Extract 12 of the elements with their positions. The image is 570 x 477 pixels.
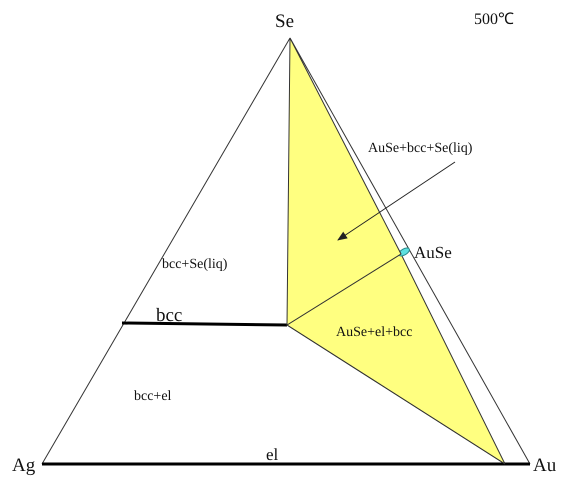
region-label: bcc+el [134,390,172,404]
region-label: AuSe+bcc+Se(liq) [368,142,472,156]
vertex-label: Se [275,12,294,31]
region-label: bcc+Se(liq) [162,258,228,272]
vertex-label: Au [533,456,556,475]
leader-arrow [337,162,456,241]
phase-label: AuSe [414,244,452,261]
phase-label: el [266,446,278,463]
vertex-label: Ag [12,456,36,475]
temperature-label: 500℃ [474,12,514,28]
phase-label: bcc [156,306,182,325]
region-label: AuSe+el+bcc [336,326,412,340]
